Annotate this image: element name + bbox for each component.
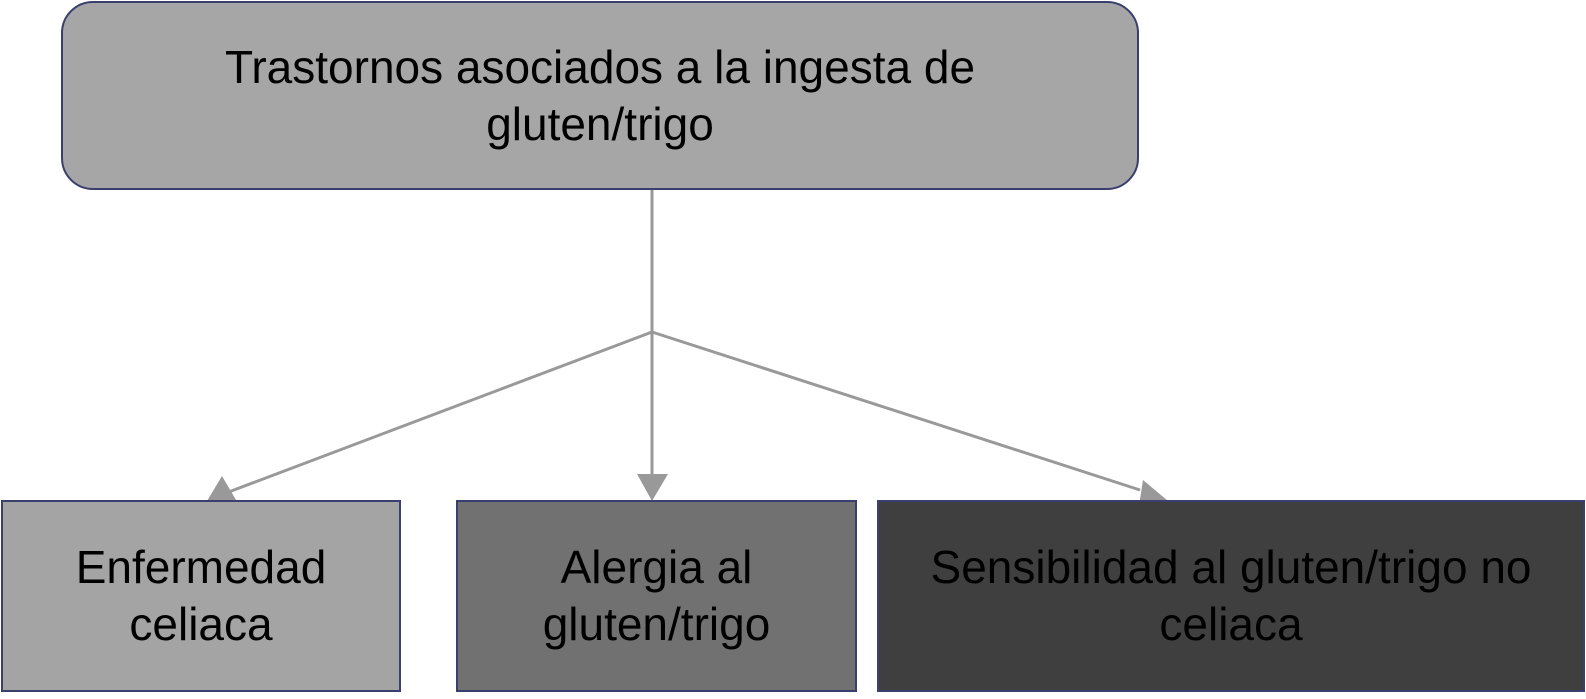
child-node-sensibilidad: Sensibilidad al gluten/trigo no celiaca xyxy=(877,500,1585,692)
root-node-label: Trastornos asociados a la ingesta de glu… xyxy=(224,40,976,150)
branch-line-left xyxy=(225,330,653,495)
child-node-label: Enfermedad celiaca xyxy=(75,541,327,650)
child-node-label: Sensibilidad al gluten/trigo no celiaca xyxy=(930,541,1532,650)
child-node-label: Alergia al gluten/trigo xyxy=(542,541,771,650)
arrowhead-center-icon xyxy=(637,474,668,501)
child-node-alergia: Alergia al gluten/trigo xyxy=(456,500,857,692)
root-node: Trastornos asociados a la ingesta de glu… xyxy=(61,1,1139,190)
arrowhead-left-icon xyxy=(207,476,239,505)
branch-line-right xyxy=(651,330,1141,492)
child-node-enfermedad-celiaca: Enfermedad celiaca xyxy=(1,500,401,692)
